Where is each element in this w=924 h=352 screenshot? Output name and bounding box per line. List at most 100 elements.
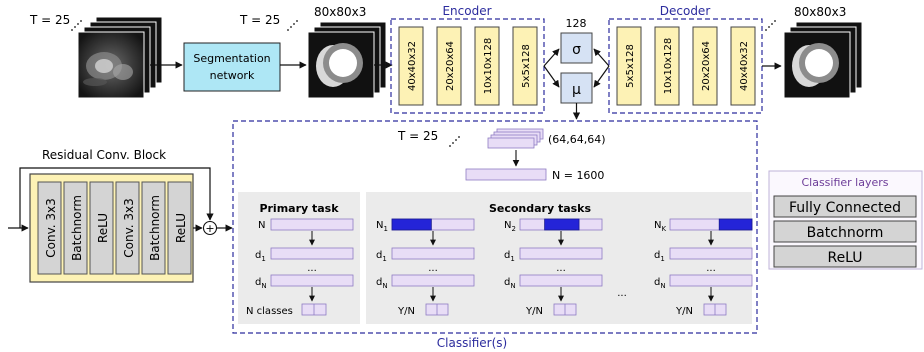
residual-layer: ReLU: [167, 181, 192, 275]
seg-t-label: T = 25: [239, 13, 280, 27]
secondary-task-highlight: [391, 218, 432, 231]
residual-layer-label: ReLU: [96, 213, 110, 243]
decoder-layer-label: 5x5x128: [625, 44, 636, 88]
encoder-layer-label: 5x5x128: [521, 44, 532, 88]
secondary-dn-sub: N: [382, 282, 387, 290]
residual-layer: Conv. 3x3: [37, 181, 62, 275]
feature-volume-stack: [487, 128, 544, 149]
secondary-output-label: Y/N: [675, 306, 693, 317]
secondary-dn-label: d: [654, 277, 660, 288]
residual-block-title: Residual Conv. Block: [42, 148, 166, 162]
primary-ellipsis: ...: [307, 263, 317, 274]
primary-task-panel: Primary task N d1 ... dN N classes: [238, 192, 360, 324]
residual-conv-block: Residual Conv. Block Conv. 3x3 Batchnorm…: [8, 148, 233, 283]
flatten-vector: [465, 168, 547, 181]
residual-layer: Conv. 3x3: [115, 181, 140, 275]
decoder-layer-label: 40x40x32: [739, 41, 750, 91]
reconstructed-mask-image: [792, 43, 839, 87]
primary-d1-label: d: [255, 250, 261, 261]
secondary-between-ellipsis: ...: [617, 288, 627, 299]
decoder-layer-label: 10x10x128: [663, 38, 674, 94]
residual-layer-label: Conv. 3x3: [122, 198, 136, 258]
classifier-title: Classifier(s): [437, 336, 507, 350]
classifier-section: Classifier(s) T = 25 (64,64,64) N = 1600…: [232, 120, 758, 350]
residual-layer: Batchnorm: [63, 181, 88, 275]
dotted-stack-indicator: [765, 20, 776, 31]
svg-text:dN: dN: [376, 277, 388, 290]
secondary-dn-sub: N: [510, 282, 515, 290]
primary-hidden-layer-n: [270, 274, 354, 287]
secondary-d1-sub: 1: [382, 255, 386, 263]
latent-size-label: 128: [566, 17, 587, 30]
input-t-label: T = 25: [29, 13, 70, 27]
decoder-title: Decoder: [660, 4, 711, 18]
primary-d1-sub: 1: [261, 255, 265, 263]
segmentation-network-box: Segmentation network: [183, 42, 281, 92]
latent-space: 128 σ μ: [543, 17, 610, 120]
feature-shape-label: (64,64,64): [548, 133, 606, 146]
secondary-hidden-layer-1: [391, 247, 475, 260]
residual-layer-label: Conv. 3x3: [44, 198, 58, 258]
secondary-n-sub: 1: [383, 225, 387, 233]
secondary-d1-label: d: [504, 250, 510, 261]
sigma-symbol: σ: [572, 42, 581, 58]
recon-dim-label: 80x80x3: [794, 5, 846, 19]
primary-dn-sub: N: [261, 282, 266, 290]
secondary-task-highlight: [718, 218, 753, 231]
secondary-dn-sub: N: [660, 282, 665, 290]
svg-text:dN: dN: [654, 277, 666, 290]
secondary-d1-label: d: [376, 250, 382, 261]
secondary-ellipsis: ...: [428, 263, 438, 274]
secondary-n-sub: K: [661, 225, 666, 233]
secondary-d1-sub: 1: [510, 255, 514, 263]
segmentation-mask-image: [316, 43, 363, 87]
legend-item-label: Batchnorm: [807, 225, 884, 241]
decoder-layer: 10x10x128: [654, 26, 680, 106]
primary-output-label: N classes: [246, 306, 293, 317]
encoder-layer-label: 10x10x128: [483, 38, 494, 94]
secondary-hidden-layer-n: [391, 274, 475, 287]
input-stack: T = 25: [29, 13, 163, 99]
secondary-tasks-panel: Secondary tasks N1d1...dNY/NN2d1...dNY/N…: [366, 192, 753, 324]
decoder-layer: 40x40x32: [730, 26, 756, 106]
decoder-layer-label: 20x20x64: [701, 41, 712, 91]
classifier-t-label: T = 25: [397, 129, 438, 143]
svg-text:N1: N1: [376, 220, 388, 233]
primary-hidden-layer-1: [270, 247, 354, 260]
encoder-layer: 40x40x32: [398, 26, 424, 106]
encoder-layer-label: 20x20x64: [445, 41, 456, 91]
seg-dim-label: 80x80x3: [314, 5, 366, 19]
secondary-n-sub: 2: [511, 225, 515, 233]
secondary-hidden-layer-1: [519, 247, 603, 260]
dotted-stack-indicator: [449, 136, 460, 147]
secondary-hidden-layer-n: [669, 274, 753, 287]
secondary-d1-sub: 1: [660, 255, 664, 263]
mu-symbol: μ: [572, 82, 581, 98]
encoder-title: Encoder: [442, 4, 491, 18]
residual-layer-label: Batchnorm: [148, 195, 162, 261]
encoder-layer: 20x20x64: [436, 26, 462, 106]
svg-text:d1: d1: [504, 250, 515, 263]
classifier-layers-legend: Classifier layers Fully Connected Batchn…: [768, 170, 923, 270]
encoder-layer: 10x10x128: [474, 26, 500, 106]
latent-arrows: [543, 48, 610, 120]
residual-layer: ReLU: [89, 181, 114, 275]
sigma-box: σ: [560, 32, 593, 64]
residual-layer-label: ReLU: [174, 213, 188, 243]
reconstruction-output-stack: 80x80x3: [765, 5, 863, 99]
segmentation-label-line1: Segmentation: [193, 52, 270, 65]
secondary-n-label: N: [504, 220, 511, 231]
segmentation-output-stack: T = 25 80x80x3: [239, 5, 387, 99]
primary-task-title: Primary task: [259, 202, 339, 215]
secondary-task-highlight: [544, 218, 580, 231]
secondary-hidden-layer-1: [669, 247, 753, 260]
encoder-layer: 5x5x128: [512, 26, 538, 106]
decoder-layer: 20x20x64: [692, 26, 718, 106]
dotted-stack-indicator: [71, 20, 82, 31]
secondary-output-label: Y/N: [525, 306, 543, 317]
legend-item-label: ReLU: [827, 250, 862, 266]
